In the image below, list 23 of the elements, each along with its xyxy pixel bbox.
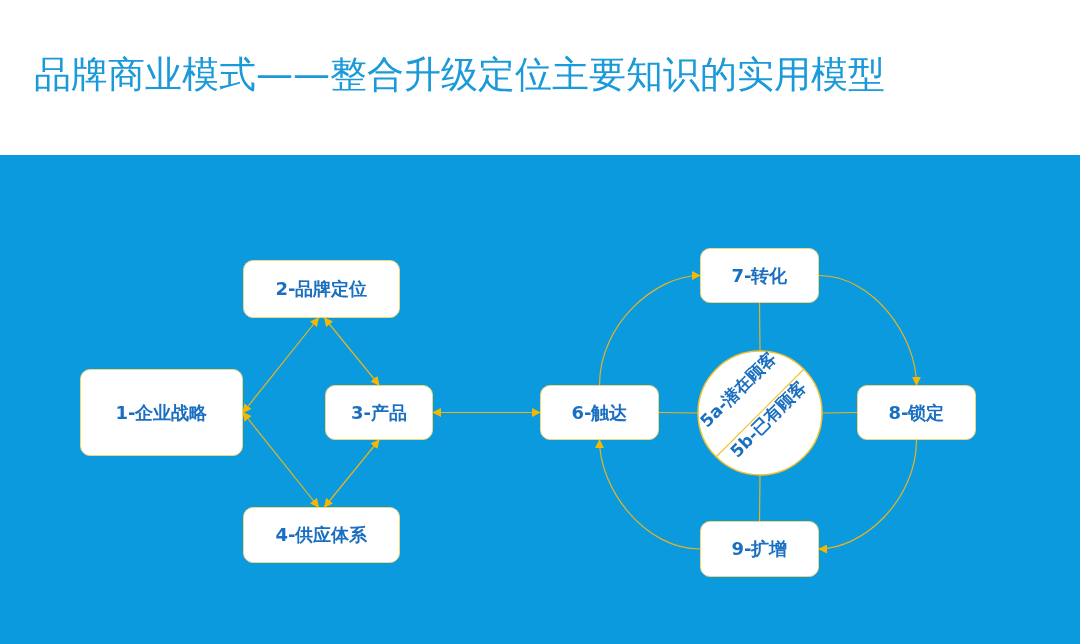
arrow: [818, 439, 918, 553]
step-box: 8-锁定: [857, 385, 976, 440]
arrow: [323, 439, 380, 508]
arrow: [598, 271, 701, 386]
connector-line: [758, 302, 761, 351]
step-box: 9-扩增: [700, 521, 819, 577]
step-box: 4-供应体系: [243, 507, 400, 563]
title: 品牌商业模式——整合升级定位主要知识的实用模型: [34, 52, 885, 98]
step-box: 7-转化: [700, 248, 819, 303]
arrow: [595, 439, 701, 550]
step-box: 3-产品: [325, 385, 433, 440]
arrow: [242, 411, 320, 508]
arrow: [818, 274, 921, 386]
arrow: [323, 317, 380, 386]
connector-line: [822, 411, 858, 414]
connector-line: [758, 475, 761, 522]
connector-line: [658, 411, 698, 414]
customer-circle: [697, 350, 823, 476]
arrow: [432, 408, 541, 417]
step-box: 1-企业战略: [80, 369, 243, 456]
step-box: 2-品牌定位: [243, 260, 400, 318]
arrow: [242, 317, 320, 414]
step-box: 6-触达: [540, 385, 659, 440]
